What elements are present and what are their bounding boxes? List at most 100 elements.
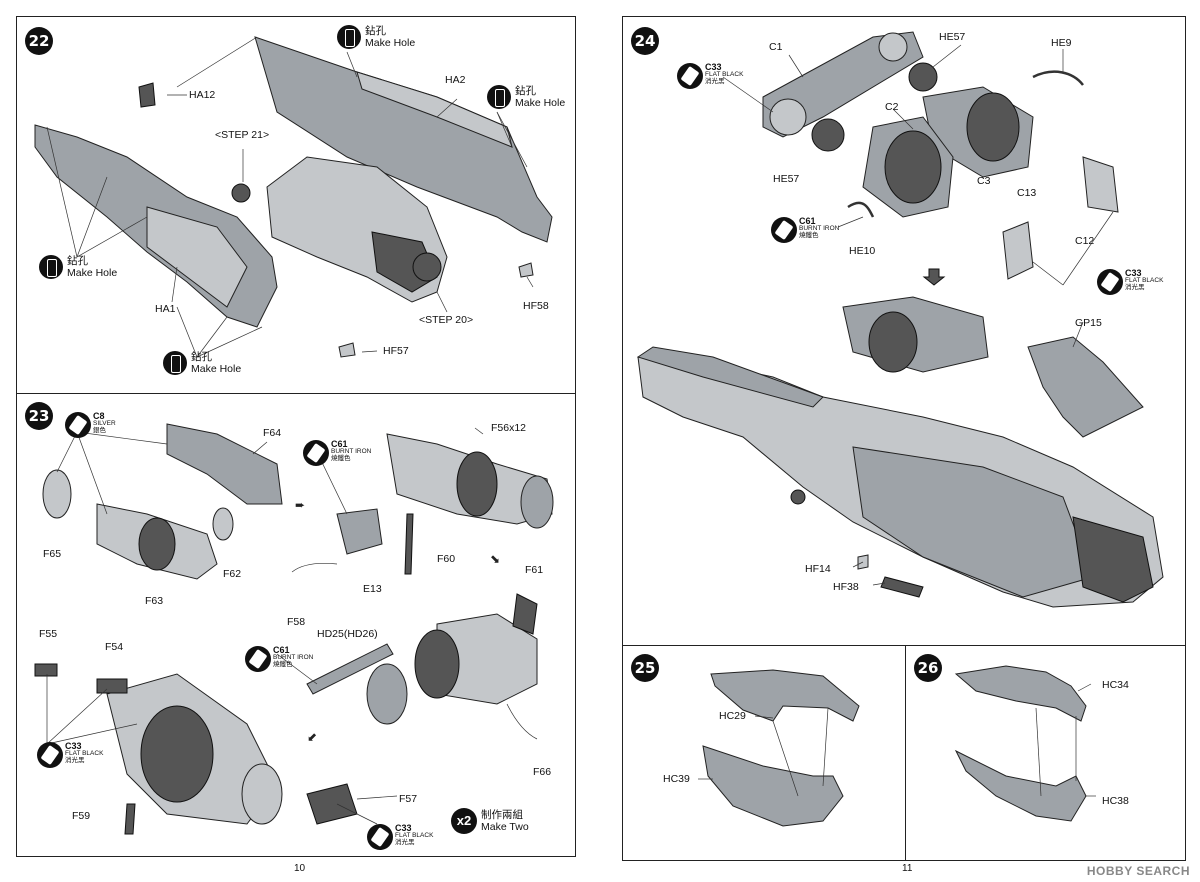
brush-icon bbox=[677, 63, 703, 89]
step-25-drawing bbox=[698, 669, 860, 827]
step-26-panel: 26 HC34 HC38 bbox=[905, 645, 1186, 861]
paint-name: FLAT BLACK bbox=[395, 832, 434, 840]
step-22-fuselage-drawing bbox=[34, 36, 553, 358]
step-26-badge: 26 bbox=[914, 654, 942, 682]
step-22-badge: 22 bbox=[25, 27, 53, 55]
brush-icon bbox=[65, 412, 91, 438]
label-f55: F55 bbox=[39, 628, 58, 640]
label-f57: F57 bbox=[399, 793, 418, 805]
drill-icon bbox=[337, 25, 361, 50]
label-e13: E13 bbox=[363, 583, 382, 595]
left-page: 22 bbox=[0, 0, 592, 882]
step-25-panel: 25 HC29 HC39 bbox=[622, 645, 906, 861]
watermark: HOBBY SEARCH bbox=[1086, 864, 1190, 878]
paint-jp: 消光黑 bbox=[395, 839, 415, 847]
arrow-down-icon: ⬊ bbox=[490, 552, 501, 566]
label-hc29: HC29 bbox=[719, 710, 746, 722]
brush-icon bbox=[245, 646, 271, 672]
paint-code: C61 bbox=[273, 645, 290, 655]
paint-jp: 消光黑 bbox=[1125, 284, 1145, 292]
make-two-jp: 制作兩組 bbox=[481, 808, 523, 821]
paint-code: C33 bbox=[65, 741, 82, 751]
label-hc34: HC34 bbox=[1102, 679, 1129, 691]
label-c3: C3 bbox=[977, 175, 991, 187]
step-26-drawing bbox=[954, 665, 1096, 822]
step-24-assembly-drawing bbox=[636, 31, 1164, 608]
label-c1: C1 bbox=[769, 41, 783, 53]
paint-jp: 燒鐵色 bbox=[799, 232, 819, 240]
label-gp15: GP15 bbox=[1075, 317, 1102, 329]
paint-jp: 燒鐵色 bbox=[331, 455, 351, 463]
make-two-count: x2 bbox=[451, 808, 477, 834]
label-he57-left: HE57 bbox=[773, 173, 800, 185]
label-he9: HE9 bbox=[1051, 37, 1072, 49]
paint-name: BURNT IRON bbox=[331, 448, 372, 456]
drill-icon bbox=[39, 255, 63, 280]
label-f62: F62 bbox=[223, 568, 242, 580]
arrow-left-icon: ⬋ bbox=[307, 730, 318, 744]
label-hf14: HF14 bbox=[805, 563, 831, 575]
label-f63: F63 bbox=[145, 595, 164, 607]
make-hole-en: Make Hole bbox=[515, 97, 566, 110]
make-hole-en: Make Hole bbox=[191, 363, 242, 376]
label-hf57: HF57 bbox=[383, 345, 409, 357]
label-he57-top: HE57 bbox=[939, 31, 966, 43]
label-f66: F66 bbox=[533, 766, 552, 778]
paint-name: BURNT IRON bbox=[799, 225, 840, 233]
label-ha1: HA1 bbox=[155, 303, 176, 315]
make-hole-jp: 鉆孔 bbox=[515, 85, 536, 97]
step-24-badge: 24 bbox=[631, 27, 659, 55]
label-f56x12: F56x12 bbox=[491, 422, 527, 434]
paint-jp: 消光黑 bbox=[705, 78, 725, 86]
label-f54: F54 bbox=[105, 641, 124, 653]
make-hole-jp: 鉆孔 bbox=[191, 351, 212, 363]
paint-code: C33 bbox=[705, 62, 722, 72]
brush-icon bbox=[1097, 269, 1123, 295]
brush-icon bbox=[771, 217, 797, 243]
step-22-panel: 22 bbox=[16, 16, 576, 394]
label-f60: F60 bbox=[437, 553, 456, 565]
label-f65: F65 bbox=[43, 548, 62, 560]
paint-code: C33 bbox=[395, 823, 412, 833]
paint-jp: 燒鐵色 bbox=[273, 661, 293, 669]
make-two-en: Make Two bbox=[481, 821, 529, 833]
page-number-right: 11 bbox=[902, 863, 913, 874]
label-ha12: HA12 bbox=[189, 89, 216, 101]
brush-icon bbox=[367, 824, 393, 850]
brush-icon bbox=[37, 742, 63, 768]
step-23-badge: 23 bbox=[25, 402, 53, 430]
drill-icon bbox=[163, 351, 187, 376]
paint-code: C61 bbox=[331, 439, 348, 449]
paint-jp: 銀色 bbox=[93, 427, 106, 435]
paint-code: C33 bbox=[1125, 268, 1142, 278]
make-hole-jp: 鉆孔 bbox=[67, 255, 88, 267]
paint-name: FLAT BLACK bbox=[705, 71, 744, 79]
page-number-left: 10 bbox=[294, 863, 306, 874]
label-c2: C2 bbox=[885, 101, 899, 113]
label-f59: F59 bbox=[72, 810, 91, 822]
label-hc38: HC38 bbox=[1102, 795, 1129, 807]
step-23-panel: 23 bbox=[16, 393, 576, 857]
right-page: 24 bbox=[600, 0, 1200, 882]
make-hole-en: Make Hole bbox=[365, 37, 416, 50]
label-c13: C13 bbox=[1017, 187, 1037, 199]
label-c12: C12 bbox=[1075, 235, 1095, 247]
make-hole-jp: 鉆孔 bbox=[365, 25, 386, 37]
label-step20: <STEP 20> bbox=[419, 314, 474, 326]
label-hf38: HF38 bbox=[833, 581, 859, 593]
paint-jp: 消光黑 bbox=[65, 757, 85, 765]
label-f61: F61 bbox=[525, 564, 544, 576]
label-he10: HE10 bbox=[849, 245, 876, 257]
